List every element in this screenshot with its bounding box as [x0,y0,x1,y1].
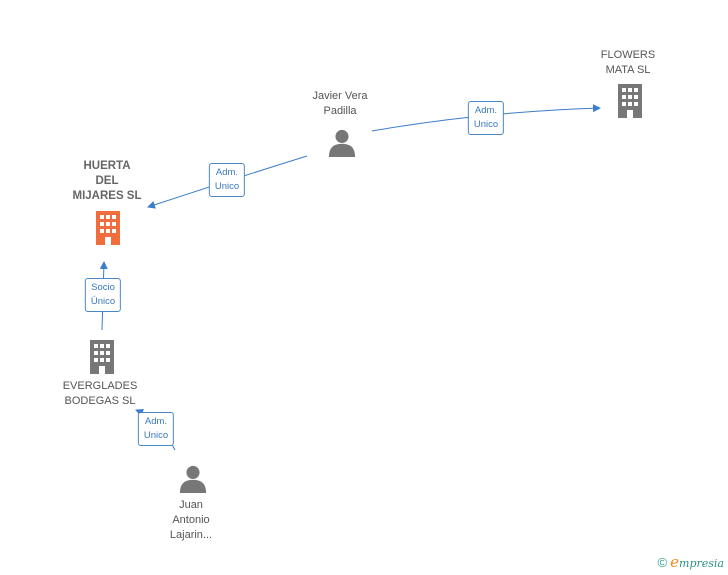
empresia-watermark[interactable]: ©empresia [658,553,724,571]
edge-label-line: Adm. [144,416,168,427]
node-label-line: Antonio [172,514,210,526]
edge-label-everglades-huerta: Socio Único [84,278,122,312]
edge-label-javier-huerta: Adm. Unico [208,163,246,197]
person-icon[interactable] [328,129,356,157]
node-label-line: Juan [179,499,203,511]
company-building-icon[interactable] [90,340,114,374]
edge-label-line: Adm. [474,105,498,116]
node-label-line: Padilla [323,105,357,117]
brand-initial: e [670,553,680,571]
node-label-line: FLOWERS [600,49,656,61]
edge-label-javier-flowers: Adm. Unico [467,101,505,135]
edge-label-line: Unico [143,430,169,441]
edge-label-line: Unico [473,119,499,130]
edge-label-line: Socio [91,282,115,293]
node-label-line: BODEGAS SL [64,395,136,407]
person-icon[interactable] [179,465,207,493]
node-label-line: MATA SL [605,64,651,76]
edge-label-juan-everglades: Adm. Unico [137,412,175,446]
node-label-line: HUERTA [83,160,131,172]
company-building-icon[interactable] [618,84,642,118]
company-building-icon-highlighted[interactable] [96,211,120,245]
edge-label-line: Adm. [215,167,239,178]
node-label-flowers[interactable]: FLOWERS MATA SL [601,48,655,78]
edge-label-line: Único [90,296,116,307]
node-label-javier[interactable]: Javier Vera Padilla [312,89,367,119]
brand-name: mpresia [679,557,724,570]
node-label-line: EVERGLADES [62,380,138,392]
node-label-juan[interactable]: Juan Antonio Lajarin... [170,498,212,543]
node-label-huerta[interactable]: HUERTA DEL MIJARES SL [72,159,141,204]
node-label-line: DEL [95,175,119,187]
copyright-symbol: © [657,555,668,570]
node-label-line: Javier Vera [312,90,368,102]
node-label-line: Lajarin... [169,529,213,541]
node-label-everglades[interactable]: EVERGLADES BODEGAS SL [63,379,138,409]
edge-label-line: Unico [214,181,240,192]
node-label-line: MIJARES SL [72,190,142,202]
